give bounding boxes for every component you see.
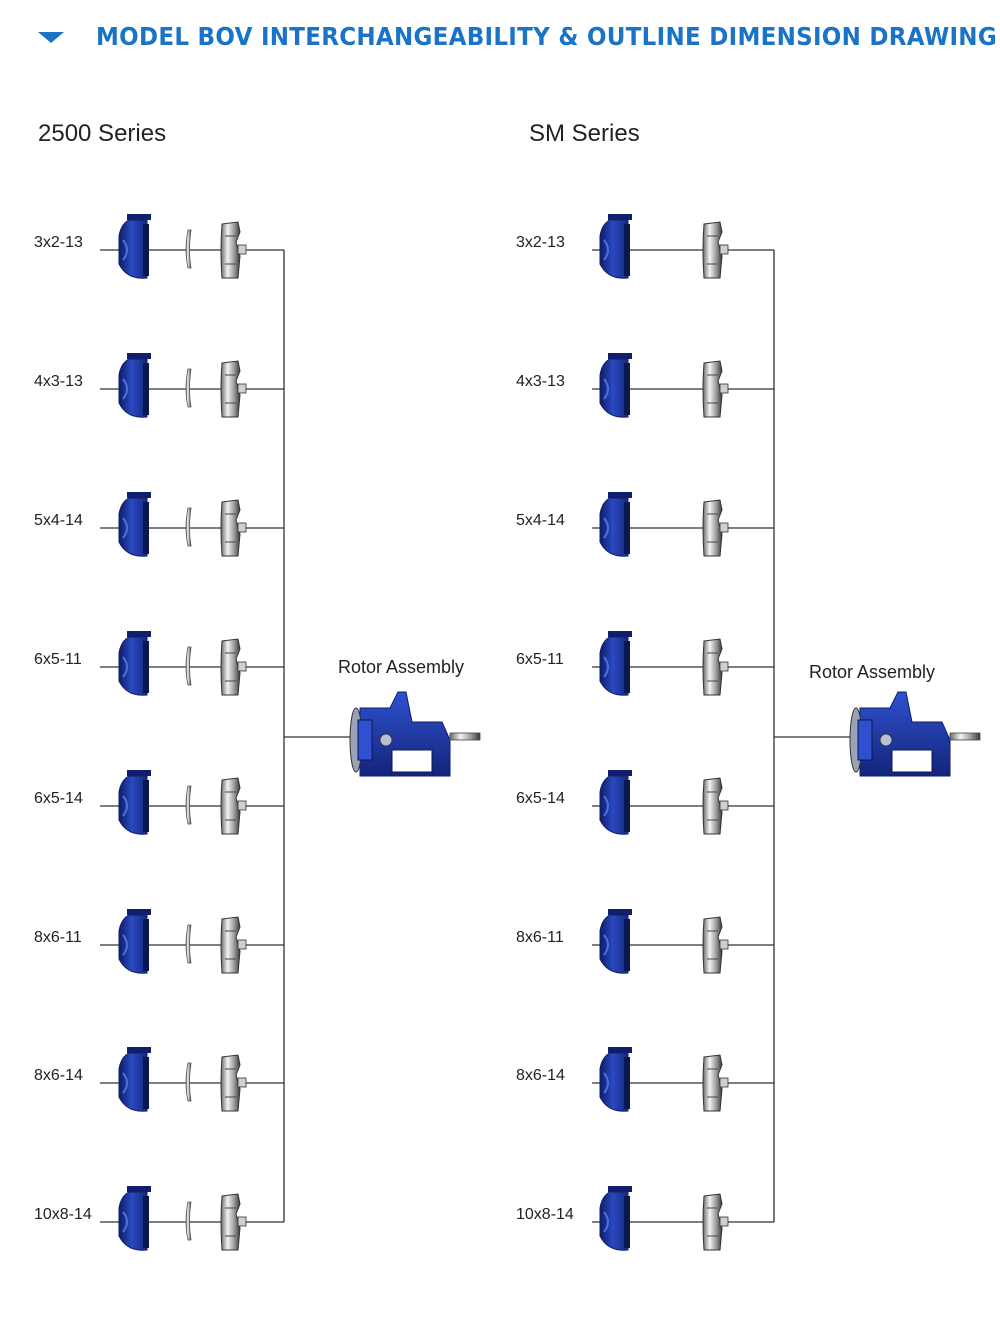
wear-plate-icon: [185, 1062, 192, 1102]
wear-plate-icon: [185, 507, 192, 547]
wear-plate-icon: [185, 785, 192, 825]
wear-plate-icon: [185, 368, 192, 408]
series-heading-2500: 2500 Series: [38, 120, 167, 147]
pump-casing-icon: [599, 492, 632, 557]
wear-plate-icon: [185, 646, 192, 686]
pump-casing-icon: [599, 214, 632, 279]
size-row: 5x4-14: [34, 492, 284, 557]
size-label: 4x3-13: [34, 373, 83, 390]
impeller-icon: [702, 916, 729, 974]
size-row: 10x8-14: [34, 1186, 284, 1251]
pump-casing-icon: [599, 353, 632, 418]
wear-plate-icon: [185, 924, 192, 964]
impeller-icon: [220, 499, 247, 557]
size-label: 6x5-11: [34, 651, 82, 668]
pump-casing-icon: [599, 770, 632, 835]
impeller-icon: [220, 221, 247, 279]
pump-casing-icon: [599, 631, 632, 696]
impeller-icon: [220, 638, 247, 696]
size-row: 8x6-14: [34, 1047, 284, 1112]
pump-casing-icon: [118, 353, 151, 418]
size-label: 3x2-13: [516, 234, 565, 251]
series-2500-group: 3x2-13 4x3-13 5x4-14 6x5-11 6x5-14 8x6-11 8x6-…: [34, 214, 481, 1251]
size-row: 4x3-13: [516, 353, 774, 418]
impeller-icon: [702, 221, 729, 279]
size-row: 8x6-11: [516, 909, 774, 974]
impeller-icon: [220, 360, 247, 418]
size-row: 5x4-14: [516, 492, 774, 557]
rotor-assembly-label: Rotor Assembly: [338, 657, 464, 677]
size-row: 6x5-11: [34, 631, 284, 696]
triangle-down-icon[interactable]: [38, 31, 64, 43]
series-heading-sm: SM Series: [529, 120, 640, 147]
size-label: 3x2-13: [34, 234, 83, 251]
pump-casing-icon: [599, 1047, 632, 1112]
size-label: 4x3-13: [516, 373, 565, 390]
impeller-icon: [702, 499, 729, 557]
size-label: 6x5-14: [34, 790, 83, 807]
size-row: 8x6-14: [516, 1047, 774, 1112]
size-label: 8x6-14: [516, 1067, 565, 1084]
impeller-icon: [220, 1193, 247, 1251]
impeller-icon: [702, 1054, 729, 1112]
size-row: 3x2-13: [34, 214, 284, 279]
size-label: 8x6-14: [34, 1067, 83, 1084]
impeller-icon: [220, 1054, 247, 1112]
size-label: 10x8-14: [516, 1206, 574, 1223]
pump-casing-icon: [118, 631, 151, 696]
size-row: 10x8-14: [516, 1186, 774, 1251]
pump-casing-icon: [599, 909, 632, 974]
title-bar: MODEL BOV INTERCHANGEABILITY & OUTLINE D…: [38, 16, 1000, 56]
pump-casing-icon: [118, 1186, 151, 1251]
wear-plate-icon: [185, 229, 192, 269]
size-label: 5x4-14: [516, 512, 565, 529]
size-row: 6x5-14: [34, 770, 284, 835]
impeller-icon: [220, 916, 247, 974]
size-label: 8x6-11: [34, 929, 82, 946]
size-label: 6x5-14: [516, 790, 565, 807]
pump-casing-icon: [118, 492, 151, 557]
size-label: 8x6-11: [516, 929, 564, 946]
size-label: 10x8-14: [34, 1206, 92, 1223]
pump-casing-icon: [118, 1047, 151, 1112]
size-row: 8x6-11: [34, 909, 284, 974]
pump-casing-icon: [118, 214, 151, 279]
impeller-icon: [702, 360, 729, 418]
page-title: MODEL BOV INTERCHANGEABILITY & OUTLINE D…: [96, 21, 997, 51]
impeller-icon: [702, 638, 729, 696]
impeller-icon: [702, 777, 729, 835]
wear-plate-icon: [185, 1201, 192, 1241]
size-row: 6x5-11: [516, 631, 774, 696]
size-label: 5x4-14: [34, 512, 83, 529]
size-row: 4x3-13: [34, 353, 284, 418]
impeller-icon: [220, 777, 247, 835]
pump-casing-icon: [118, 909, 151, 974]
size-label: 6x5-11: [516, 651, 564, 668]
impeller-icon: [702, 1193, 729, 1251]
rotor-assembly-label: Rotor Assembly: [809, 662, 935, 682]
pump-casing-icon: [599, 1186, 632, 1251]
rotor-assembly-icon: [349, 691, 481, 777]
size-row: 6x5-14: [516, 770, 774, 835]
pump-casing-icon: [118, 770, 151, 835]
rotor-assembly-icon: [849, 691, 981, 777]
size-row: 3x2-13: [516, 214, 774, 279]
series-sm-group: 3x2-13 4x3-13 5x4-14 6x5-11 6x5-14 8x6-11 8x6-…: [516, 214, 981, 1251]
